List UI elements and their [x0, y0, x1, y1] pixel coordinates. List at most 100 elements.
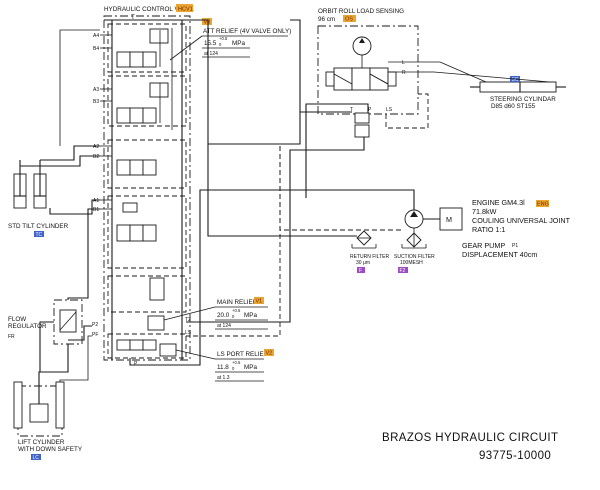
flow-regulator-line2: REGULATOR — [8, 323, 47, 330]
orbit-tag-bg — [343, 15, 356, 22]
ls-port-relief: LS PORT RELIEF V2 11.8 +0.5 0 MPa at 1.3 — [175, 349, 274, 382]
ls-port-relief-at: at 1.3 — [217, 375, 230, 381]
return-filter-line2: 30 μm — [356, 260, 370, 266]
engine-line2: 71.8kW — [472, 207, 497, 216]
att-relief-at: at 124 — [204, 51, 218, 57]
gear-pump-arrow — [410, 211, 418, 217]
spool-4-left — [116, 51, 131, 68]
lift-line1: LIFT CYLINDER — [18, 439, 65, 446]
pipe-orbit-return-t2 — [186, 137, 365, 323]
orbit-port-l: L — [402, 60, 405, 66]
engine-line3: COULING UNIVERSAL JOINT — [472, 216, 571, 225]
lift-safety-valve — [29, 403, 49, 423]
att-relief-tag: V3 — [204, 20, 211, 26]
att-relief-value: 15.5 — [204, 40, 217, 47]
lift-tag: LC — [33, 455, 40, 461]
pipe-tank-to-orbit — [190, 19, 352, 145]
section-2-outline — [107, 139, 187, 189]
engine-pump: M ENGINE GM4.3l ENG 71.8kW COULING UNIVE… — [404, 198, 571, 259]
lift-cylinder: LIFT CYLINDER WITH DOWN SAFETY LC — [13, 381, 83, 461]
ls-port-relief-value: 11.8 — [217, 364, 229, 371]
tilt-label: STD TILT CYLINDER — [8, 223, 69, 230]
priority-valve — [149, 277, 165, 301]
att-relief-tol: +0.5 — [219, 36, 228, 41]
pipe-a1-tilt-base — [49, 199, 100, 215]
orbit-flow-3 — [369, 73, 389, 85]
port-ls: LS — [185, 330, 192, 336]
main-relief: MAIN RELIEF V1 20.0 +0.5 0 MPa at 124 — [163, 297, 268, 330]
check-valve-4 — [149, 28, 169, 44]
ls-port-relief-unit: MPa — [244, 364, 257, 371]
lift-line2: WITH DOWN SAFETY — [18, 446, 83, 453]
engine-motor-label: M — [446, 215, 452, 224]
section-1-outline — [107, 195, 187, 269]
diagram-title: BRAZOS HYDRAULIC CIRCUIT — [382, 432, 558, 444]
filters: RETURN FILTER 30 μm F SUCTION FILTER 100… — [350, 230, 435, 274]
pipe-ls-signal-valve — [186, 146, 281, 337]
suction-tank — [401, 244, 427, 249]
return-filter-line1: RETURN FILTER — [350, 254, 389, 260]
main-relief-label: MAIN RELIEF — [217, 299, 257, 306]
main-relief-value: 20.0 — [217, 312, 230, 319]
orbit-spool-mid — [351, 67, 371, 91]
port-b2: B2 — [93, 154, 99, 160]
orbit-check-upper — [354, 112, 370, 124]
ls-port-relief-tag: V2 — [266, 351, 273, 357]
pipe-b2-tilt — [20, 155, 100, 167]
att-relief-leader — [169, 35, 203, 61]
lift-cylinder-body-right — [55, 381, 65, 429]
inlet-spool-mid — [129, 339, 144, 351]
suction-filter-line1: SUCTION FILTER — [394, 254, 435, 260]
spool-2-left — [116, 159, 131, 176]
orbit-spring-left — [325, 71, 335, 87]
port-pf: PF — [92, 332, 98, 338]
att-relief-tag-bg — [202, 18, 212, 25]
spool-2-right — [142, 159, 157, 176]
pipe-return-to-filter — [207, 144, 357, 237]
orbit-envelope — [317, 25, 419, 115]
att-relief-unit: MPa — [232, 40, 245, 47]
control-valve-tag: HCV1 — [178, 7, 193, 13]
pump-tag: P1 — [512, 243, 518, 249]
diagram-part-number: 93775-10000 — [479, 450, 551, 462]
flow-regulator-tag: FR — [8, 334, 15, 340]
ls-port-relief-label: LS PORT RELIEF — [217, 351, 268, 358]
inlet-spool-right — [142, 339, 157, 351]
pump-line2: DISPLACEMENT 40cm — [462, 250, 537, 259]
tilt-cylinder: STD TILT CYLINDER TC — [8, 160, 69, 238]
pipe-flow-reg-lift — [38, 344, 69, 404]
orbit-spring — [387, 71, 397, 87]
orbit-tag: OS — [345, 17, 353, 23]
engine-line4: RATIO 1:1 — [472, 225, 505, 234]
port-a1: A1 — [93, 198, 99, 204]
ls-port-relief-leader — [175, 349, 216, 360]
att-relief-tol2: 0 — [219, 42, 222, 47]
pipe-p2 — [68, 325, 92, 341]
main-relief-tag-bg — [254, 297, 264, 304]
return-filter-tag: F — [359, 268, 362, 274]
inlet-spool-left — [116, 339, 131, 351]
flow-regulator-arrow — [59, 311, 77, 331]
pipe-a2-tilt — [40, 145, 100, 161]
pipe-pump-pressure — [129, 189, 415, 366]
spool-4-right — [142, 51, 157, 68]
main-relief-tol: +0.5 — [232, 308, 241, 313]
ls-relief-valve — [159, 343, 177, 357]
control-valve: HYDRAULIC CONTROL VALVE HCV1 T — [92, 4, 194, 367]
spool-3-left — [116, 107, 131, 124]
ls-port-relief-tol: +0.5 — [232, 360, 241, 365]
steering-cylinder: SC STEERING CYLINDAR D85 d60 ST155 — [418, 61, 566, 110]
flow-regulator-line1: FLOW — [8, 316, 26, 323]
main-relief-valve — [147, 315, 165, 331]
steering-tag: SC — [512, 77, 519, 83]
port-p: P — [134, 361, 138, 367]
steering-spec: D85 d60 ST155 — [491, 103, 536, 110]
pump-line1: GEAR PUMP — [462, 241, 505, 250]
priority-section-outline — [107, 275, 187, 313]
title-block: BRAZOS HYDRAULIC CIRCUIT 93775-10000 — [382, 432, 558, 462]
pipe-b1-flow-reg — [67, 208, 100, 300]
spool-2-mid — [129, 159, 144, 176]
port-a4: A4 — [93, 33, 99, 39]
check-valve-1 — [122, 202, 138, 213]
